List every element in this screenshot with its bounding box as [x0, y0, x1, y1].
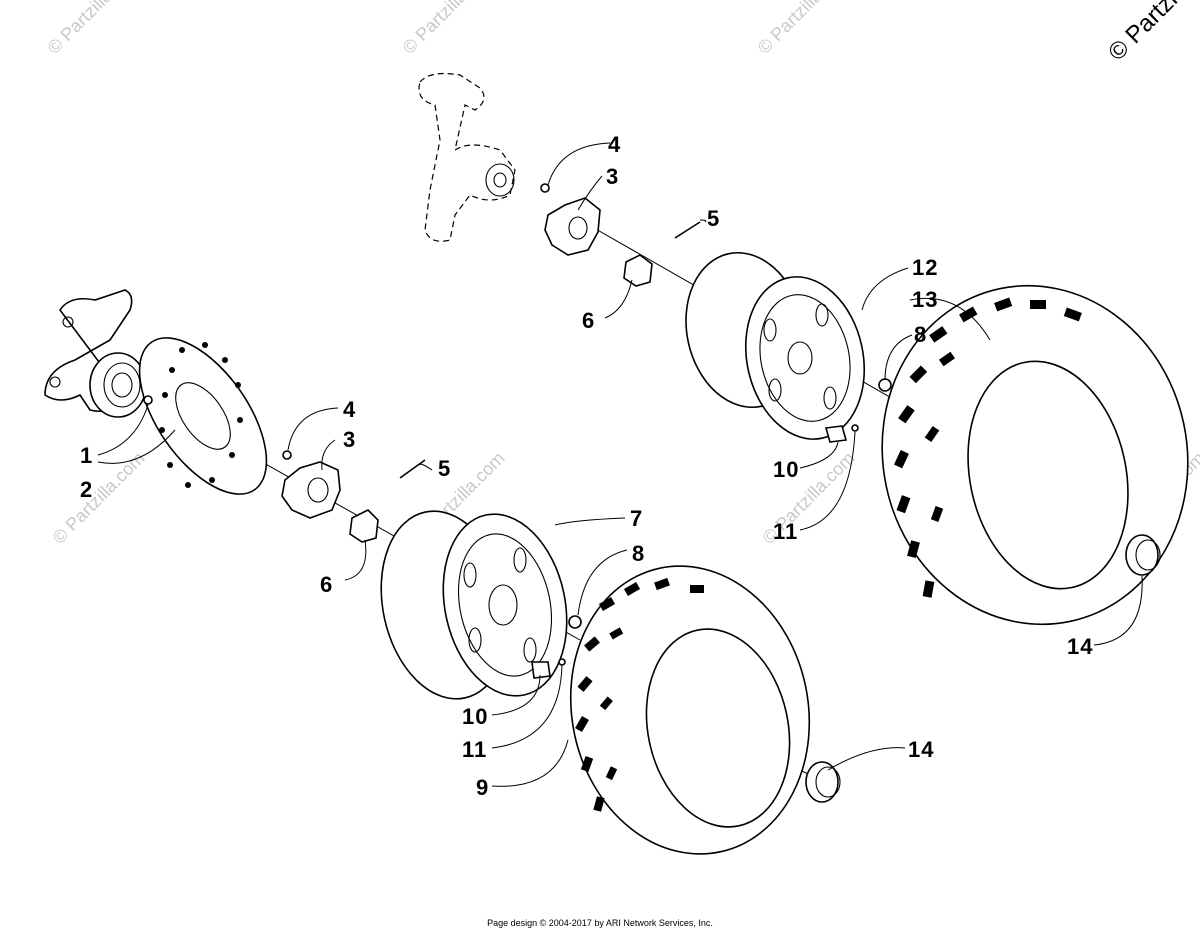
tread-pattern: [893, 297, 1082, 598]
watermark-tile: © Partzilla.com: [49, 448, 149, 548]
wheel-rim-upper: [685, 251, 892, 443]
callout-11: 11: [462, 737, 487, 762]
watermark-tile: © Partzilla.com: [399, 0, 499, 58]
callout-9: 9: [476, 775, 489, 800]
tire-lower: [569, 565, 811, 855]
steering-knuckle-lower: [44, 289, 147, 418]
callout-1: 1: [80, 443, 93, 468]
callout-13: 13: [912, 287, 938, 312]
brake-disc: [138, 337, 268, 495]
callout-8: 8: [914, 322, 927, 347]
callout-14: 14: [908, 737, 934, 762]
wheel-hub-lower: [281, 450, 426, 543]
callout-8: 8: [632, 541, 645, 566]
callout-12: 12: [912, 255, 938, 280]
callout-4: 4: [608, 132, 621, 157]
hub-cap-lower: [805, 761, 841, 803]
watermark-tile: © Partzilla.com: [44, 0, 144, 58]
page-footer: Page design © 2004-2017 by ARI Network S…: [487, 918, 713, 928]
watermark-corner: © Partzilla: [1103, 0, 1200, 66]
wheel-rim-lower: [380, 510, 582, 700]
disc-bolt: [143, 395, 153, 405]
steering-knuckle-upper: [418, 72, 516, 242]
callout-10: 10: [773, 457, 799, 482]
callout-7: 7: [630, 506, 643, 531]
callout-5: 5: [438, 456, 451, 481]
callout-labels: 1 2 3 4 5 6 7 8 9 10 11 14 3 4 5 6 12 13…: [80, 132, 1093, 800]
callout-5: 5: [707, 206, 720, 231]
tire-upper: [881, 284, 1189, 626]
callout-3: 3: [606, 164, 619, 189]
callout-2: 2: [80, 477, 93, 502]
watermark-tile: © Partzilla.com: [754, 0, 854, 58]
hub-cap-upper: [1125, 534, 1161, 576]
callout-3: 3: [343, 427, 356, 452]
callout-14: 14: [1067, 634, 1093, 659]
tread-pattern: [575, 577, 704, 812]
callout-6: 6: [582, 308, 595, 333]
leader-lines: [97, 142, 1143, 787]
callout-10: 10: [462, 704, 488, 729]
callout-6: 6: [320, 572, 333, 597]
callout-4: 4: [343, 397, 356, 422]
wheel-hub-upper: [540, 183, 701, 287]
callout-11: 11: [773, 519, 798, 544]
